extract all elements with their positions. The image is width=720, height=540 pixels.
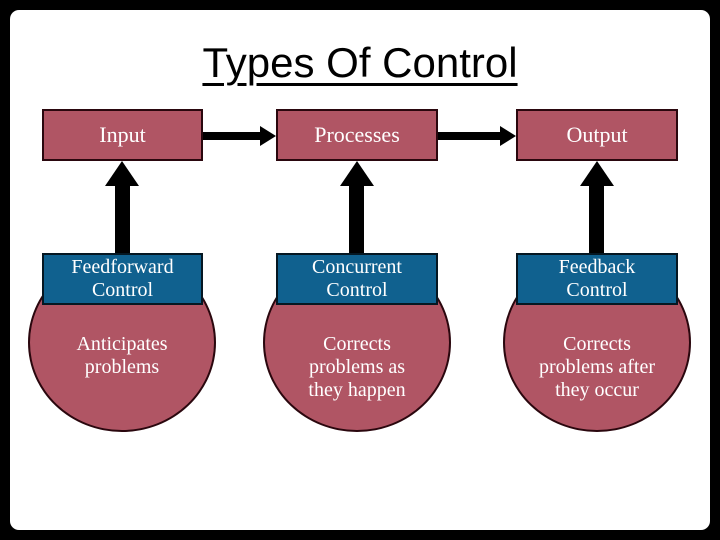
arrow-shaft [349,186,364,254]
stage-box-processes: Processes [276,109,438,161]
control-label-concurrent: Concurrent Control [312,256,402,301]
control-box-concurrent: Concurrent Control [276,253,438,305]
stage-box-output: Output [516,109,678,161]
slide-title: Types Of Control [0,42,720,84]
control-label-feedforward: Feedforward Control [71,256,174,301]
arrow-shaft [203,132,261,140]
control-box-feedforward: Feedforward Control [42,253,203,305]
stage-box-input: Input [42,109,203,161]
control-label-feedback: Feedback Control [558,256,636,301]
arrow-head [105,161,139,186]
arrow-head [580,161,614,186]
description-text-feedback: Corrects problems after they occur [538,333,656,401]
arrow-head [260,126,276,146]
description-text-concurrent: Corrects problems as they happen [308,333,406,401]
stage-label-output: Output [566,122,628,147]
arrow-head [500,126,516,146]
stage-label-processes: Processes [314,122,400,147]
slide-title-text: Types Of Control [202,39,518,86]
control-box-feedback: Feedback Control [516,253,678,305]
stage-label-input: Input [99,122,146,147]
description-text-feedforward: Anticipates problems [76,333,168,378]
arrow-shaft [115,186,130,254]
arrow-head [340,161,374,186]
arrow-shaft [438,132,500,140]
arrow-shaft [589,186,604,254]
